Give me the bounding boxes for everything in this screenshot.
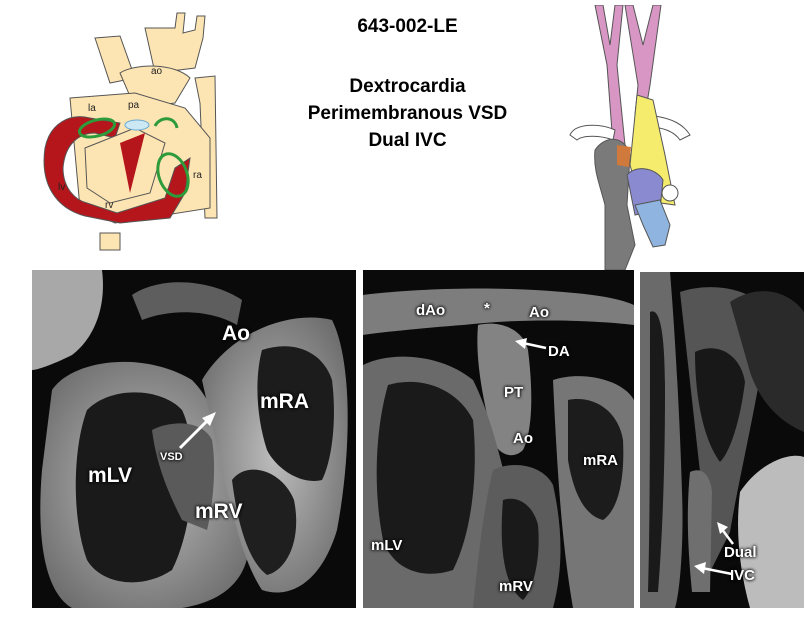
diagnosis-line-3: Dual IVC: [368, 130, 447, 151]
label-mra: mRA: [260, 390, 310, 413]
label-ra: ra: [193, 170, 202, 181]
label-ivc: IVC: [730, 567, 756, 584]
dual-ivc-arrow-upper: [717, 522, 734, 545]
micrograph-left: Ao mRA VSD mLV mRV: [32, 270, 356, 608]
label-dao: dAo: [416, 302, 446, 319]
vsd-arrow: [178, 412, 216, 450]
label-ao: ao: [151, 66, 163, 77]
label-mlv: mLV: [371, 537, 403, 554]
micrograph-middle-image: [363, 270, 634, 608]
vessel-diagram: [569, 5, 691, 270]
label-mrv: mRV: [499, 578, 533, 595]
diagnosis-line-1: Dextrocardia: [349, 76, 466, 97]
label-ao-top: Ao: [529, 304, 549, 321]
da-arrow: [515, 338, 547, 350]
specimen-id: 643-002-LE: [357, 16, 458, 37]
label-dual: Dual: [724, 544, 757, 561]
micrograph-right-image: [640, 272, 804, 608]
label-mrv: mRV: [195, 500, 243, 523]
label-pa: pa: [128, 100, 140, 111]
label-ao: Ao: [222, 322, 250, 345]
label-ao-mid: Ao: [513, 430, 533, 447]
diagnosis-line-2: Perimembranous VSD: [307, 103, 508, 124]
label-mlv: mLV: [88, 464, 132, 487]
label-rv: rv: [105, 200, 113, 211]
label-lv: lv: [58, 182, 65, 193]
label-la: la: [88, 103, 96, 114]
label-mra: mRA: [583, 452, 619, 469]
heart-diagram: ao pa la lv rv ra: [43, 12, 218, 251]
label-asterisk: *: [484, 300, 490, 317]
label-vsd: VSD: [160, 451, 183, 463]
micrograph-middle: dAo * Ao DA PT Ao mRA mLV mRV: [363, 270, 634, 608]
label-pt: PT: [504, 384, 524, 401]
micrograph-right: Dual IVC: [640, 272, 804, 608]
dual-ivc-arrow-lower: [694, 562, 733, 576]
label-da: DA: [548, 343, 570, 360]
micrograph-left-image: [32, 270, 356, 608]
